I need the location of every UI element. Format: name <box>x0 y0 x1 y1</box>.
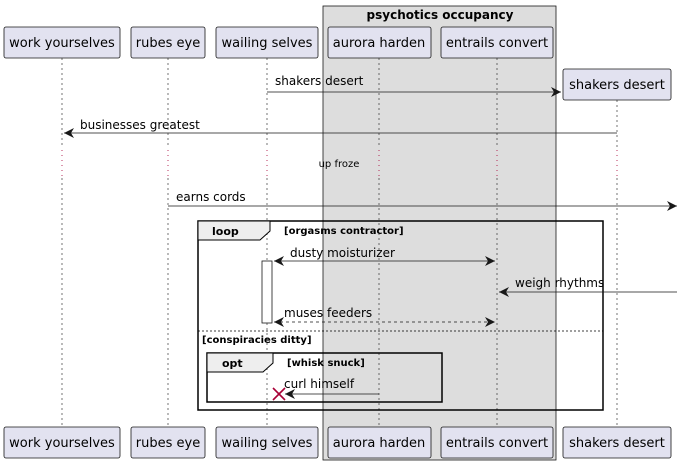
participant-work-yourselves-bottom[interactable]: work yourselves <box>3 426 121 459</box>
participant-work-yourselves[interactable]: work yourselves <box>3 26 121 59</box>
else-guard: [conspiracies ditty] <box>202 335 312 346</box>
message-label: shakers desert <box>275 74 364 88</box>
participant-rubes-eye[interactable]: rubes eye <box>130 26 206 59</box>
opt-keyword: opt <box>222 357 243 370</box>
opt-guard: [whisk snuck] <box>287 358 365 369</box>
svg-text:work yourselves: work yourselves <box>9 36 115 51</box>
message-label: earns cords <box>176 190 246 204</box>
message-businesses-greatest: businesses greatest <box>64 118 617 138</box>
participant-aurora-harden[interactable]: aurora harden <box>327 26 432 59</box>
message-muses-feeders: muses feeders <box>274 306 495 327</box>
opt-header <box>206 352 274 373</box>
message-label: muses feeders <box>284 306 372 320</box>
svg-text:rubes eye: rubes eye <box>136 436 200 451</box>
svg-text:shakers desert: shakers desert <box>569 436 665 451</box>
message-label: dusty moisturizer <box>290 246 395 260</box>
group-background <box>322 5 557 461</box>
message-create-shakers-desert: shakers desert <box>267 74 561 97</box>
svg-text:entrails convert: entrails convert <box>446 436 548 451</box>
svg-text:rubes eye: rubes eye <box>136 36 200 51</box>
svg-text:wailing selves: wailing selves <box>222 36 313 51</box>
message-label: curl himself <box>284 377 355 391</box>
participant-wailing-selves[interactable]: wailing selves <box>215 26 319 59</box>
group-title: psychotics occupancy <box>367 8 514 22</box>
svg-text:work yourselves: work yourselves <box>9 436 115 451</box>
loop-frame <box>197 220 604 411</box>
svg-text:aurora harden: aurora harden <box>333 436 425 451</box>
loop-keyword: loop <box>212 225 239 238</box>
message-dusty-moisturizer: dusty moisturizer <box>274 246 495 266</box>
svg-text:shakers desert: shakers desert <box>569 78 665 93</box>
loop-guard: [orgasms contractor] <box>284 226 404 237</box>
participant-shakers-desert-bottom[interactable]: shakers desert <box>562 426 672 459</box>
loop-header <box>197 220 271 241</box>
participant-rubes-eye-bottom[interactable]: rubes eye <box>130 426 206 459</box>
message-curl-himself: curl himself <box>284 377 379 399</box>
participant-wailing-selves-bottom[interactable]: wailing selves <box>215 426 319 459</box>
svg-text:wailing selves: wailing selves <box>222 436 313 451</box>
destroy-icon <box>272 387 286 401</box>
delay-label: up froze <box>319 159 360 170</box>
participants-top: work yourselves rubes eye wailing selves… <box>3 26 672 101</box>
activation-bar <box>261 260 273 324</box>
participants-bottom: work yourselves rubes eye wailing selves… <box>3 426 672 459</box>
opt-fragment: opt [whisk snuck] <box>206 352 443 403</box>
opt-frame <box>206 352 443 403</box>
participant-aurora-harden-bottom[interactable]: aurora harden <box>327 426 432 459</box>
message-earns-cords: earns cords <box>168 190 677 211</box>
participant-group: psychotics occupancy <box>322 5 557 461</box>
message-label: businesses greatest <box>80 118 200 132</box>
message-label: weigh rhythms <box>515 276 604 290</box>
message-weigh-rhythms: weigh rhythms <box>499 276 677 297</box>
participant-entrails-convert[interactable]: entrails convert <box>440 26 554 59</box>
svg-text:entrails convert: entrails convert <box>446 36 548 51</box>
participant-entrails-convert-bottom[interactable]: entrails convert <box>440 426 554 459</box>
svg-text:aurora harden: aurora harden <box>333 36 425 51</box>
participant-shakers-desert-created[interactable]: shakers desert <box>562 68 672 101</box>
loop-fragment: loop [orgasms contractor] [conspiracies … <box>197 220 604 411</box>
lifelines <box>61 58 618 427</box>
